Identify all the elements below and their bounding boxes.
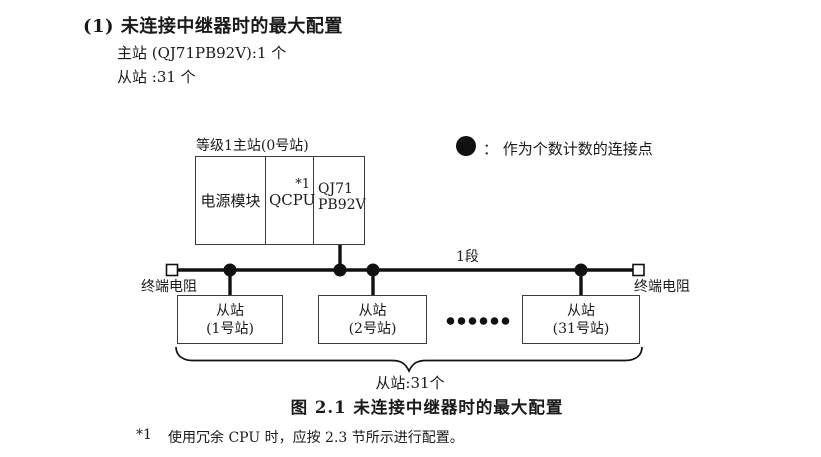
right-terminator-label: 终端电阻 — [634, 279, 690, 295]
master-station-label: 等级1主站(0号站) — [196, 138, 309, 154]
cpu-footnote-ref: *1 — [295, 177, 310, 192]
ellipsis-dots — [446, 317, 510, 325]
network-module-cell: QJ71 PB92V — [314, 157, 366, 244]
cpu-cell: *1 QCPU — [266, 157, 316, 244]
legend-text: ： 作为个数计数的连接点 — [483, 140, 653, 158]
slave-station-box-1: 从站 (1号站) — [177, 295, 283, 344]
cpu-label: QCPU — [269, 191, 316, 209]
footnote-text: 使用冗余 CPU 时，应按 2.3 节所示进行配置。 — [168, 430, 464, 446]
slave-station-box-2: 从站 (2号站) — [318, 295, 427, 344]
network-module-line2: PB92V — [318, 197, 366, 213]
slave-count-line: 从站 :31 个 — [117, 68, 196, 86]
connection-point-icon — [456, 136, 476, 156]
connection-point-dot — [223, 263, 237, 277]
slave-station-line1: 从站 — [567, 302, 595, 319]
slave-station-line2: (2号站) — [348, 320, 397, 337]
footnote-marker: *1 — [136, 427, 152, 443]
connection-point-dot — [333, 263, 347, 277]
slave-station-line1: 从站 — [358, 302, 387, 319]
slave-count-brace — [175, 346, 643, 374]
master-count-line: 主站 (QJ71PB92V):1 个 — [117, 44, 287, 62]
figure-caption: 图 2.1 未连接中继器时的最大配置 — [290, 398, 564, 417]
connection-point-dot — [574, 263, 588, 277]
master-station-box: 电源模块 *1 QCPU QJ71 PB92V — [195, 156, 366, 245]
network-module-line1: QJ71 — [318, 181, 353, 197]
slave-station-box-31: 从站 (31号站) — [522, 295, 640, 344]
slave-station-line2: (31号站) — [552, 320, 610, 337]
segment-label: 1段 — [456, 249, 479, 265]
connection-point-dot — [366, 263, 380, 277]
power-module-cell: 电源模块 — [196, 157, 266, 244]
slave-total-label: 从站:31个 — [375, 374, 445, 392]
slave-station-line2: (1号站) — [206, 320, 254, 337]
left-terminator-square — [165, 263, 179, 277]
slave-station-line1: 从站 — [216, 302, 244, 319]
left-terminator-label: 终端电阻 — [141, 279, 197, 295]
section-heading: (1) 未连接中继器时的最大配置 — [83, 16, 343, 37]
right-terminator-square — [632, 263, 645, 277]
